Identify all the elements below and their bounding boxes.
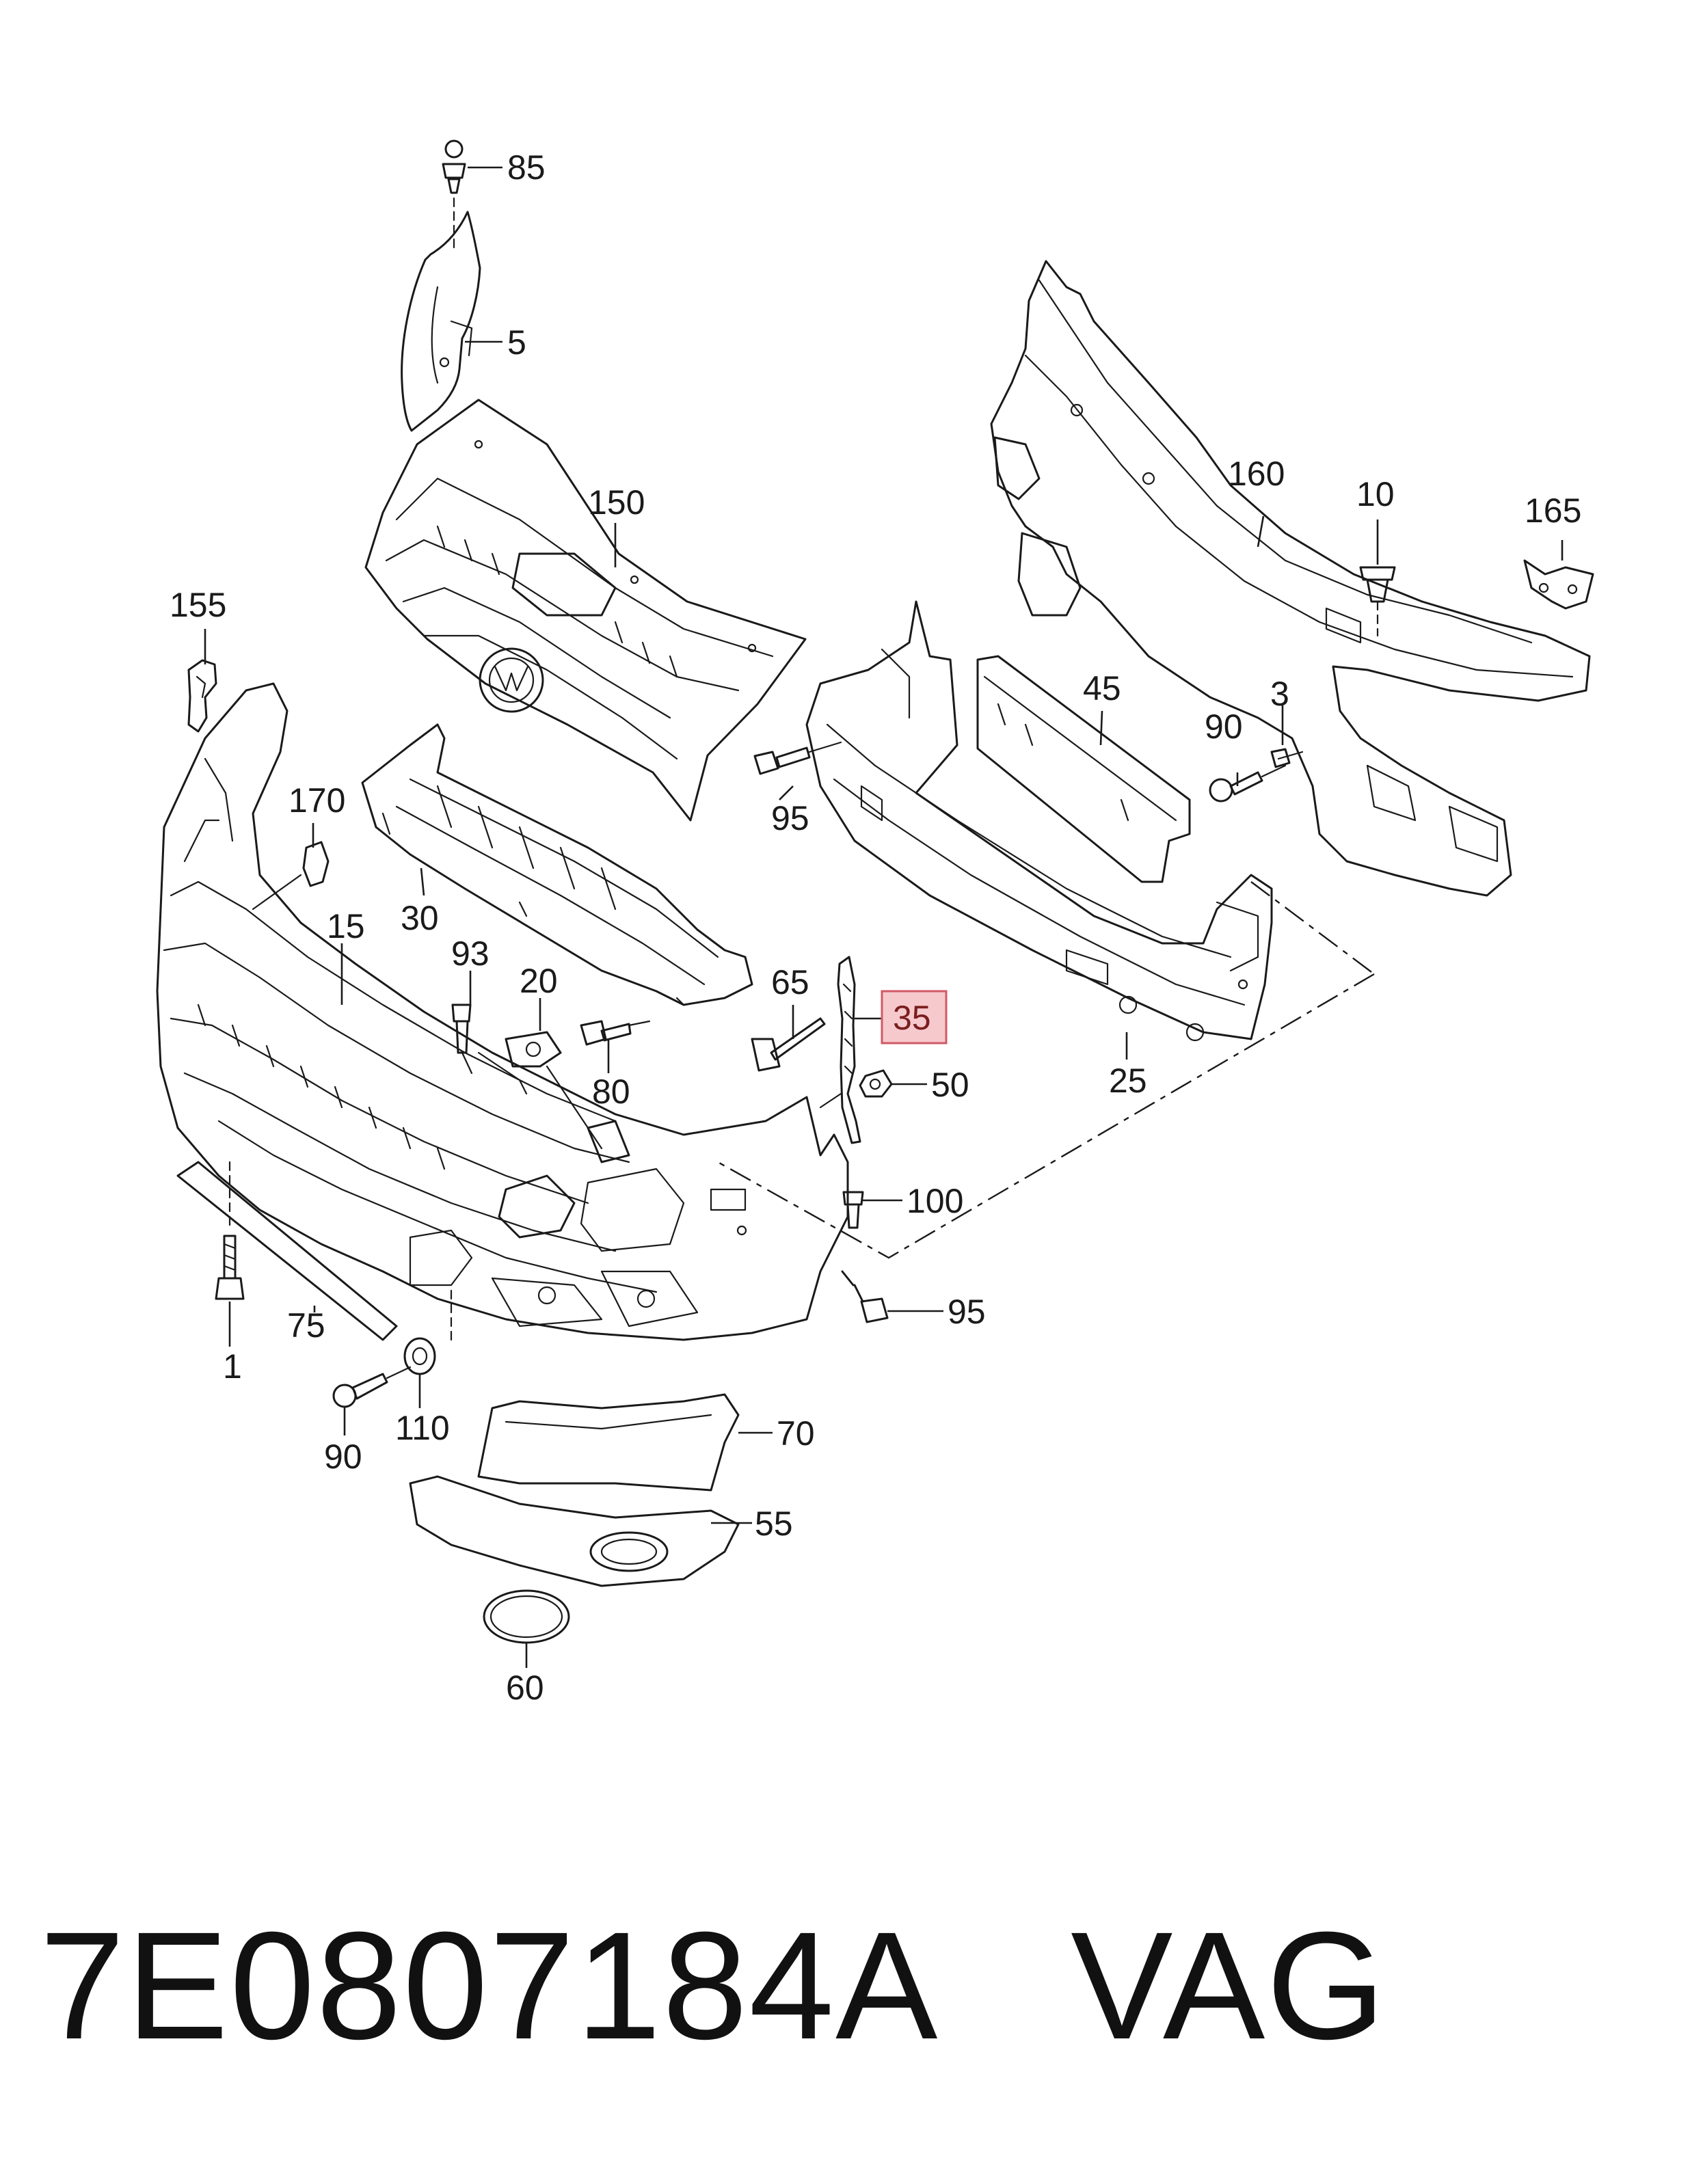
screw-85 — [442, 139, 466, 254]
callout-5: 5 — [507, 323, 526, 362]
part-15-bumper-cover — [156, 682, 849, 1341]
leader-lines — [204, 166, 1564, 1668]
callout-80: 80 — [592, 1073, 630, 1111]
part-150-grille — [364, 399, 807, 822]
callout-75: 75 — [287, 1306, 325, 1345]
callout-70: 70 — [777, 1414, 815, 1453]
callout-50: 50 — [931, 1066, 969, 1104]
part-70-trim — [477, 1393, 740, 1492]
part-number-footer: 7E0807184A VAG — [40, 1900, 1680, 2071]
brand-name: VAG — [1071, 1900, 1387, 2071]
callout-90-lower: 90 — [324, 1438, 362, 1476]
clip-3 — [1270, 748, 1304, 768]
part-20-bracket — [505, 1031, 603, 1150]
part-55-fog-trim — [409, 1475, 740, 1587]
part-75-strip — [176, 1161, 398, 1341]
callout-60: 60 — [506, 1669, 544, 1707]
part-25-reinforcement — [805, 600, 1273, 1042]
callout-55: 55 — [755, 1505, 793, 1543]
part-160-lock-carrier — [990, 260, 1591, 897]
bracket-165 — [1523, 559, 1594, 610]
callout-90-upper: 90 — [1205, 707, 1243, 746]
callout-65: 65 — [771, 963, 809, 1001]
reference-line-lower — [717, 973, 1375, 1259]
part-35-guide-bracket — [819, 956, 861, 1144]
bolt-95-lower — [841, 1270, 889, 1323]
callout-3: 3 — [1270, 675, 1289, 713]
part-155-bracket — [187, 659, 217, 733]
screw-93 — [451, 1003, 473, 1075]
washer-110 — [403, 1284, 453, 1375]
callout-110: 110 — [395, 1409, 450, 1447]
callout-labels: 85 5 150 160 10 165 155 170 45 90 3 95 3… — [170, 148, 1581, 1707]
callout-95-upper: 95 — [771, 799, 809, 837]
fastener-80 — [580, 1020, 651, 1046]
callout-35: 35 — [893, 999, 931, 1037]
bolt-95-upper — [753, 741, 842, 775]
part-number: 7E0807184A — [40, 1900, 939, 2071]
callout-170: 170 — [289, 781, 345, 820]
callout-10: 10 — [1356, 475, 1395, 513]
callout-93: 93 — [451, 934, 490, 973]
callout-155: 155 — [170, 586, 226, 624]
callout-1: 1 — [223, 1347, 242, 1386]
callout-100: 100 — [907, 1182, 963, 1220]
callout-160: 160 — [1228, 455, 1285, 493]
callout-20: 20 — [520, 962, 558, 1000]
highlight-box-35 — [881, 990, 948, 1044]
callout-85: 85 — [507, 148, 546, 187]
screw-90-lower — [332, 1366, 412, 1408]
part-5-bracket — [401, 211, 481, 432]
callout-45: 45 — [1083, 669, 1121, 707]
callout-95-lower: 95 — [948, 1293, 986, 1331]
part-65-stud — [751, 1017, 826, 1072]
part-60-ring — [483, 1589, 570, 1644]
callout-25: 25 — [1109, 1062, 1147, 1100]
part-30-grille-insert — [361, 723, 753, 1006]
reference-line-upper — [1250, 881, 1375, 975]
nut-50 — [859, 1069, 893, 1098]
callout-15: 15 — [327, 907, 365, 945]
clip-170 — [252, 841, 330, 911]
callout-150: 150 — [588, 483, 645, 522]
callout-30: 30 — [401, 899, 439, 937]
screw-1 — [215, 1161, 245, 1300]
fastener-10 — [1359, 566, 1396, 637]
screw-90-upper — [1209, 764, 1287, 803]
callout-165: 165 — [1525, 491, 1581, 530]
part-45-bracket — [976, 655, 1191, 883]
screw-100 — [842, 1191, 864, 1229]
